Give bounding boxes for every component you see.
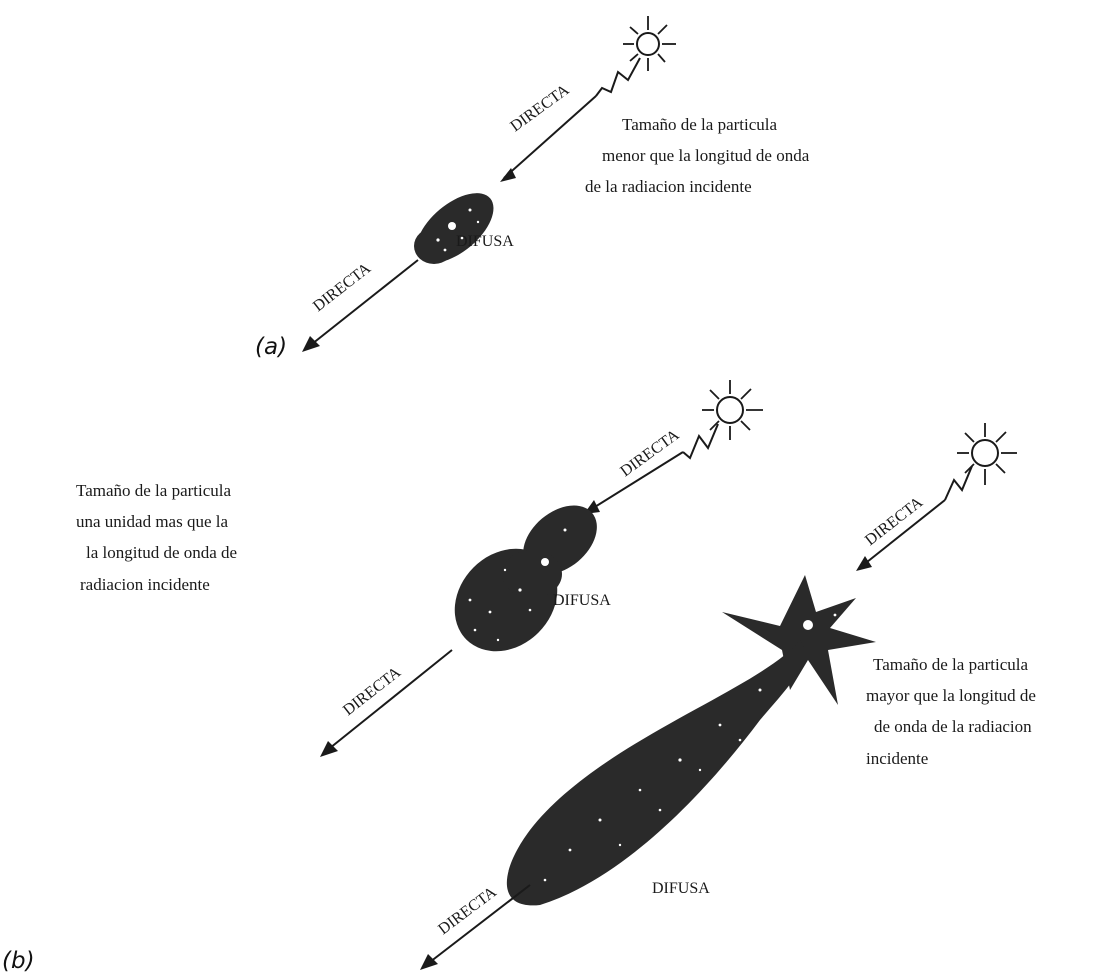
label-directa-in: DIRECTA	[507, 81, 572, 135]
caption-line: mayor que la longitud de	[866, 686, 1036, 705]
arrow-head-icon	[302, 336, 320, 352]
caption-line: de la radiacion incidente	[585, 177, 752, 196]
label-difusa: DIFUSA	[456, 233, 514, 250]
diagram-b-equal-particle: DIRECTA DIRECTA DIFUSA Tamaño de la part…	[76, 380, 763, 757]
caption-line: la longitud de onda de	[86, 543, 237, 562]
panel-label-a: (a)	[255, 334, 287, 360]
diagram-b-large-particle: DIRECTA DIRECTA DIFUSA Tamaño de la part…	[420, 423, 1036, 970]
sun-icon	[623, 16, 676, 71]
incoming-ray-wave	[596, 58, 640, 96]
caption-line: incidente	[866, 749, 928, 768]
sun-icon	[702, 380, 763, 440]
arrow-head-icon	[856, 556, 872, 571]
diagram-a-small-particle: DIRECTA DIRECTA DIFUSA Tamaño de la part…	[255, 16, 810, 360]
label-difusa: DIFUSA	[652, 880, 710, 897]
caption-line: de onda de la radiacion	[874, 717, 1032, 736]
particle-icon	[434, 492, 610, 673]
arrow-head-icon	[420, 954, 438, 970]
incoming-ray-wave	[683, 424, 718, 458]
label-directa-out: DIRECTA	[435, 883, 500, 938]
particle-icon	[507, 575, 876, 905]
caption-line: una unidad mas que la	[76, 512, 228, 531]
sun-icon	[957, 423, 1017, 485]
caption-line: Tamaño de la particula	[76, 481, 231, 500]
panel-label-b: (b)	[2, 948, 35, 974]
label-directa-out: DIRECTA	[310, 260, 374, 316]
particle-icon	[404, 180, 505, 276]
label-directa-out: DIRECTA	[340, 664, 404, 720]
caption-line: menor que la longitud de onda	[602, 146, 810, 165]
caption-line: radiacion incidente	[80, 575, 210, 594]
caption-line: Tamaño de la particula	[622, 115, 777, 134]
label-difusa: DIFUSA	[553, 592, 611, 609]
caption-line: Tamaño de la particula	[873, 655, 1028, 674]
